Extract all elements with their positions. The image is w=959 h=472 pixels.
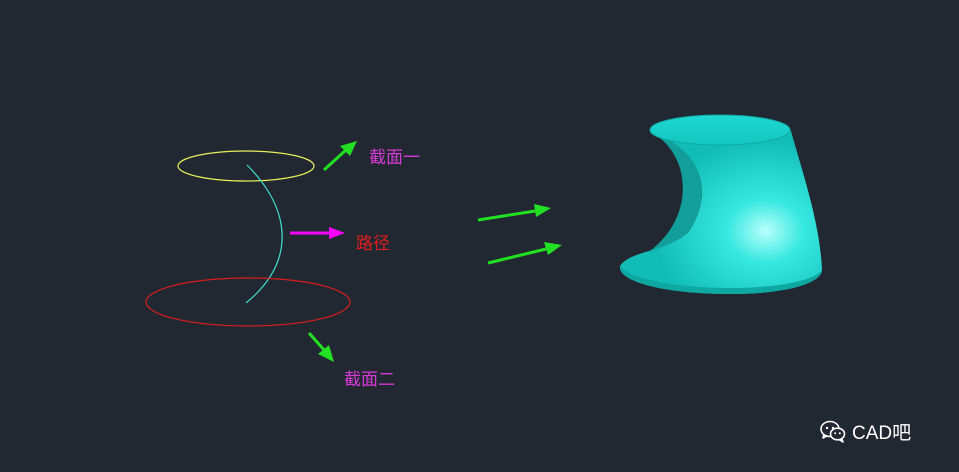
swept-solid[interactable] xyxy=(619,114,822,294)
section-1-arrow xyxy=(322,141,357,172)
watermark: CAD吧 xyxy=(820,418,911,444)
sweep-path-curve[interactable] xyxy=(245,164,283,304)
section-2-arrow xyxy=(307,332,334,362)
result-arrow-upper xyxy=(477,204,551,222)
section-1-label: 截面一 xyxy=(369,148,420,168)
path-label: 路径 xyxy=(356,234,390,254)
section-1-ellipse[interactable] xyxy=(177,150,315,182)
path-arrow xyxy=(290,227,345,239)
section-2-ellipse[interactable] xyxy=(145,277,351,327)
wechat-icon xyxy=(820,420,846,443)
section-2-label: 截面二 xyxy=(344,370,395,390)
watermark-text: CAD吧 xyxy=(852,422,912,444)
result-arrow-lower xyxy=(487,242,562,265)
